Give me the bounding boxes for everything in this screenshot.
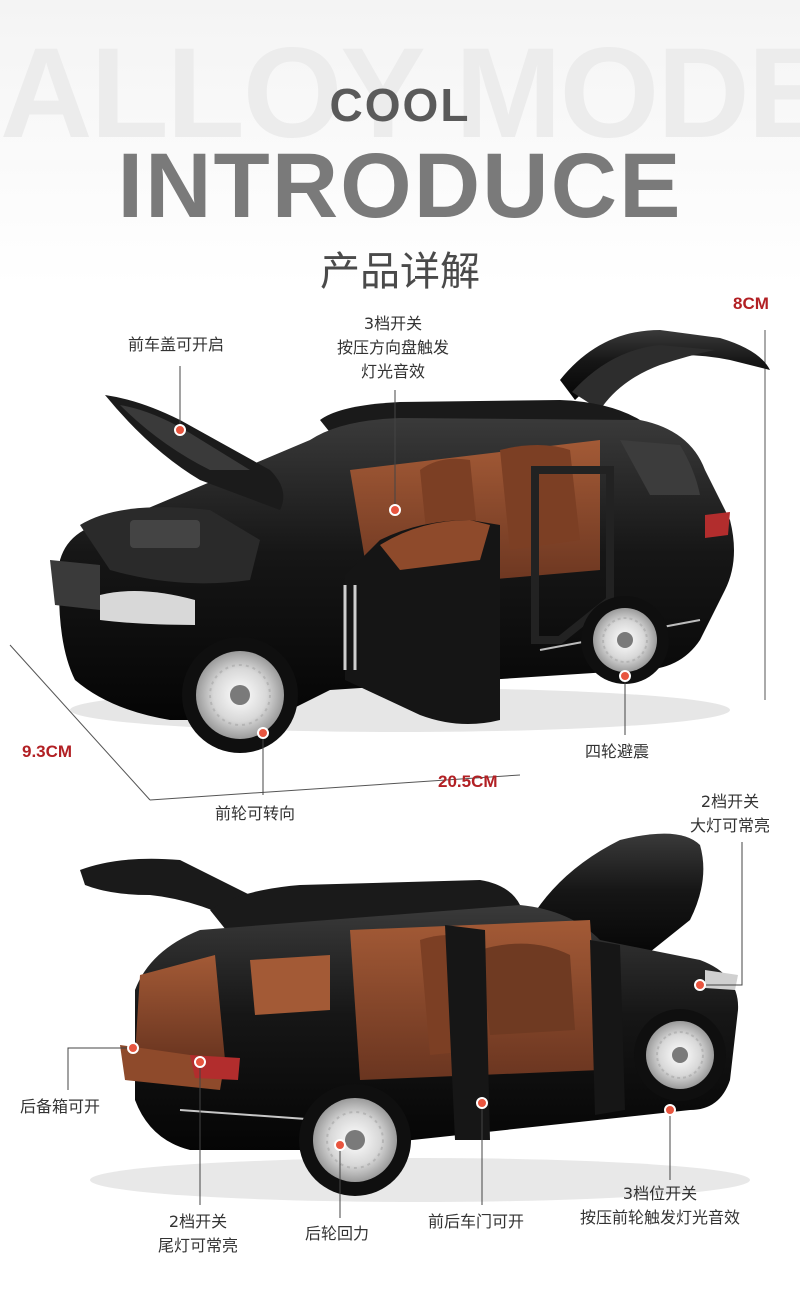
bottom-car <box>80 833 750 1202</box>
label-sound-line-3: 灯光音效 <box>360 362 425 381</box>
label-hood-opens: 前车盖可开启 <box>128 335 225 354</box>
label-wheel-sound: 3档位开关 按压前轮触发灯光音效 <box>560 1182 760 1230</box>
label-doors-open: 前后车门可开 <box>428 1212 525 1231</box>
bottom-markers <box>127 979 706 1151</box>
label-wheel-sound-line-1: 3档位开关 <box>622 1184 698 1203</box>
dimension-height: 8CM <box>733 294 769 313</box>
label-taillight: 2档开关 尾灯可常亮 <box>138 1210 258 1258</box>
top-callouts <box>179 366 626 795</box>
label-wheel-sound-line-2: 按压前轮触发灯光音效 <box>579 1208 740 1227</box>
label-sound-switch: 3档开关 按压方向盘触发 灯光音效 <box>318 312 468 384</box>
dimension-width: 9.3CM <box>22 742 73 761</box>
label-headlight: 2档开关 大灯可常亮 <box>665 790 795 838</box>
dimension-length: 20.5CM <box>438 772 498 791</box>
top-car <box>50 330 770 753</box>
label-headlight-line-2: 大灯可常亮 <box>689 816 770 835</box>
label-headlight-line-1: 2档开关 <box>700 792 760 811</box>
label-taillight-line-1: 2档开关 <box>168 1212 228 1231</box>
label-rear-pullback: 后轮回力 <box>305 1224 370 1243</box>
label-sound-line-2: 按压方向盘触发 <box>336 338 449 357</box>
background-watermark-text: ALLOY MODEL <box>0 22 800 165</box>
label-trunk-opens: 后备箱可开 <box>20 1097 101 1116</box>
label-front-wheel-steering: 前轮可转向 <box>215 804 296 823</box>
dimension-lines <box>9 330 766 801</box>
introduce-heading: INTRODUCE <box>117 135 683 237</box>
bottom-callouts <box>67 842 743 1218</box>
product-detail-subtitle: 产品详解 <box>320 249 480 295</box>
top-markers <box>174 424 631 739</box>
cool-heading: COOL <box>329 79 471 131</box>
label-sound-line-1: 3档开关 <box>363 314 423 333</box>
label-taillight-line-2: 尾灯可常亮 <box>157 1236 238 1255</box>
label-four-wheel-suspension: 四轮避震 <box>585 742 650 761</box>
